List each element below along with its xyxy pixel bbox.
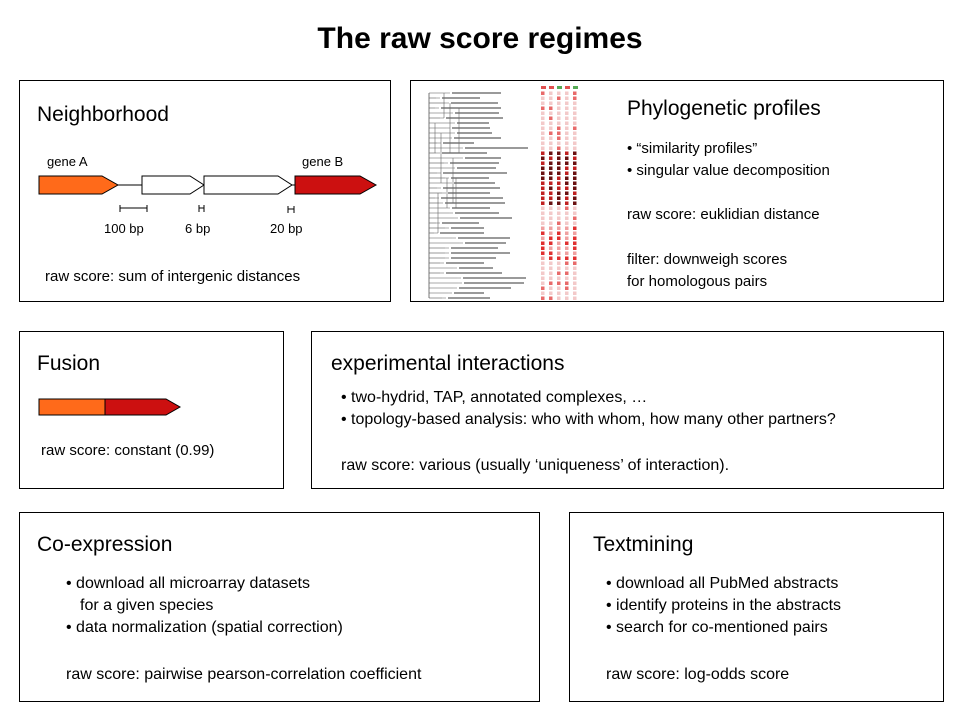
- experimental-title: experimental interactions: [331, 352, 565, 375]
- distance-bracket-100bp: [119, 205, 148, 212]
- distance-bracket-6bp: [198, 205, 205, 212]
- neighborhood-title: Neighborhood: [37, 103, 169, 126]
- phylogenetic-tree-image: [428, 86, 578, 300]
- distance-label-6bp: 6 bp: [185, 221, 211, 236]
- textmining-panel: Textmining download all PubMed abstracts…: [569, 512, 944, 702]
- neighborhood-raw-score: raw score: sum of intergenic distances: [45, 268, 301, 285]
- phylo-bullet-1: “similarity profiles”: [627, 138, 830, 160]
- distance-bracket-20bp: [287, 206, 295, 213]
- fusion-panel: Fusion raw score: constant (0.99): [19, 331, 284, 489]
- phylo-raw-score: raw score: euklidian distance: [627, 206, 820, 223]
- neighborhood-panel: Neighborhood gene A gene B 100 bp 6 bp 2…: [19, 80, 391, 302]
- phylo-filter-line-2: for homologous pairs: [627, 273, 768, 290]
- phylo-title: Phylogenetic profiles: [627, 97, 821, 120]
- textmining-raw-score: raw score: log-odds score: [606, 666, 790, 683]
- page-title: The raw score regimes: [317, 22, 643, 55]
- gene-b-arrow: [294, 175, 378, 195]
- textmining-bullet-1: download all PubMed abstracts: [606, 573, 841, 595]
- coexpression-bullet-2: • data normalization (spatial correction…: [66, 619, 343, 636]
- textmining-title: Textmining: [593, 533, 694, 556]
- coexpression-text: • download all microarray datasets for a…: [66, 573, 343, 639]
- gene-a-label: gene A: [47, 154, 88, 169]
- experimental-panel: experimental interactions two-hydrid, TA…: [311, 331, 944, 489]
- fusion-raw-score: raw score: constant (0.99): [41, 442, 215, 459]
- distance-label-20bp: 20 bp: [270, 221, 303, 236]
- experimental-bullet-1: two-hydrid, TAP, annotated complexes, …: [341, 387, 836, 409]
- fusion-title: Fusion: [37, 352, 101, 375]
- gene-b-label: gene B: [302, 154, 344, 169]
- textmining-bullet-3: search for co-mentioned pairs: [606, 617, 841, 639]
- middle-gene-arrow-1: [141, 175, 205, 195]
- gene-a-arrow: [38, 175, 120, 195]
- coexpression-title: Co-expression: [37, 533, 173, 556]
- neighborhood-gene-diagram: [38, 175, 378, 213]
- phylo-bullets: “similarity profiles” singular value dec…: [627, 138, 830, 182]
- fusion-gene-diagram: [38, 398, 182, 416]
- coexpression-bullet-1: • download all microarray datasets: [66, 575, 310, 592]
- coexpression-panel: Co-expression • download all microarray …: [19, 512, 540, 702]
- experimental-bullet-2: topology-based analysis: who with whom, …: [341, 409, 836, 431]
- phylo-panel: Phylogenetic profiles “similarity profil…: [410, 80, 944, 302]
- textmining-bullet-2: identify proteins in the abstracts: [606, 595, 841, 617]
- coexpression-bullet-1-cont: for a given species: [80, 597, 214, 614]
- middle-gene-arrow-2: [203, 175, 293, 195]
- experimental-raw-score: raw score: various (usually ‘uniqueness’…: [341, 457, 730, 474]
- phylo-filter-line-1: filter: downweigh scores: [627, 251, 788, 268]
- distance-label-100bp: 100 bp: [104, 221, 144, 236]
- coexpression-raw-score: raw score: pairwise pearson-correlation …: [66, 666, 422, 683]
- fused-gene-part-a: [38, 398, 106, 416]
- phylo-bullet-2: singular value decomposition: [627, 160, 829, 182]
- experimental-bullets: two-hydrid, TAP, annotated complexes, … …: [341, 387, 836, 431]
- textmining-bullets: download all PubMed abstracts identify p…: [606, 573, 841, 639]
